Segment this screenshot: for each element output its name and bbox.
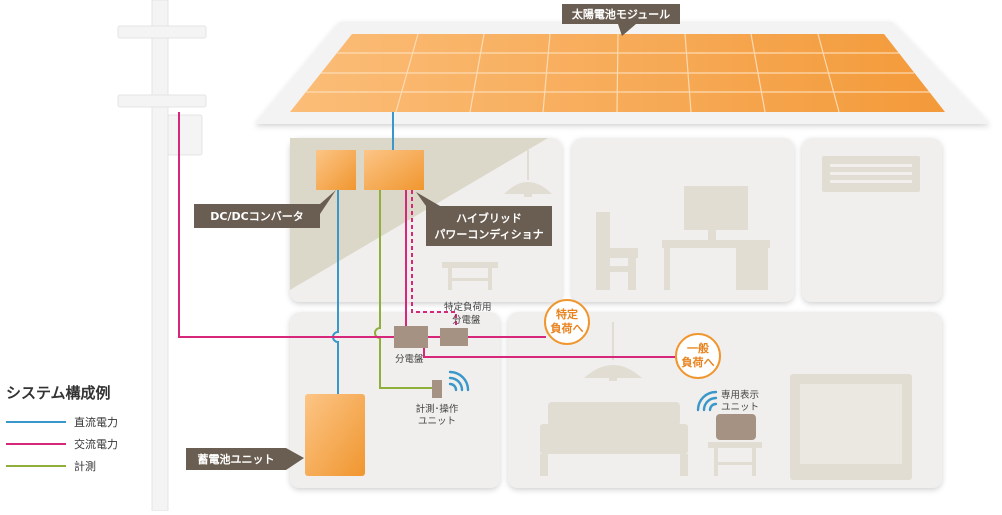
- legend-item-dc: 直流電力: [6, 411, 118, 433]
- label-measure-unit: ユニット: [418, 416, 456, 427]
- measure-unit-box: [432, 380, 442, 398]
- tag-battery-unit: 蓄電池ユニット: [186, 448, 304, 470]
- svg-text:一般: 一般: [687, 341, 709, 355]
- svg-text:特定: 特定: [556, 307, 578, 321]
- svg-text:DC/DCコンバータ: DC/DCコンバータ: [210, 210, 303, 223]
- main-panel-box: [394, 326, 428, 348]
- dcdc-converter-box: [316, 150, 356, 190]
- battery-unit-box: [305, 394, 365, 476]
- general-load-circle: 一般 負荷へ: [675, 333, 721, 379]
- legend: システム構成例 直流電力 交流電力 計測: [6, 382, 118, 477]
- devices: [305, 150, 756, 476]
- legend-label: 交流電力: [74, 438, 118, 451]
- specific-panel-box: [440, 328, 468, 346]
- hybrid-pcs-box: [364, 150, 424, 190]
- specific-load-circle: 特定 負荷へ: [544, 299, 590, 345]
- tag-hybrid-pcs: ハイブリッド パワーコンディショナ: [416, 192, 552, 246]
- ac-line-dashed: [411, 190, 457, 326]
- solar-panel-array: [290, 33, 945, 113]
- legend-swatch-ac: [6, 443, 66, 445]
- wireless-icon: [696, 390, 718, 412]
- ac-line-grid: [178, 112, 394, 338]
- label-measure-unit: 計測･操作: [416, 403, 459, 415]
- wiring: [178, 112, 676, 394]
- svg-text:負荷へ: 負荷へ: [682, 355, 715, 369]
- svg-text:ハイブリッド: ハイブリッド: [456, 211, 522, 225]
- svg-text:蓄電池ユニット: 蓄電池ユニット: [198, 452, 275, 466]
- tag-solar-module: 太陽電池モジュール: [562, 4, 680, 36]
- ac-line-general-load: [423, 348, 676, 358]
- legend-label: 計測: [74, 460, 96, 473]
- display-unit-box: [716, 414, 756, 440]
- tag-dcdc-converter: DC/DCコンバータ: [194, 190, 336, 228]
- legend-swatch-measure: [6, 465, 66, 467]
- small-labels: 特定負荷用 分電盤 分電盤 計測･操作 ユニット 専用表示 ユニット: [395, 301, 759, 427]
- utility-pole: [117, 0, 207, 512]
- wireless-icon: [448, 370, 470, 392]
- label-specific-panel: 分電盤: [452, 314, 481, 326]
- legend-item-ac: 交流電力: [6, 433, 118, 455]
- svg-text:負荷へ: 負荷へ: [551, 321, 584, 335]
- svg-text:太陽電池モジュール: 太陽電池モジュール: [571, 7, 670, 21]
- furniture: [442, 150, 920, 480]
- svg-text:パワーコンディショナ: パワーコンディショナ: [434, 227, 543, 241]
- legend-swatch-dc: [6, 421, 66, 423]
- label-main-panel: 分電盤: [395, 353, 424, 365]
- label-display-unit: 専用表示: [721, 389, 759, 401]
- legend-title: システム構成例: [6, 384, 111, 402]
- legend-item-measure: 計測: [6, 455, 118, 477]
- label-display-unit: ユニット: [721, 402, 759, 413]
- legend-label: 直流電力: [74, 416, 118, 429]
- label-specific-panel: 特定負荷用: [444, 301, 492, 313]
